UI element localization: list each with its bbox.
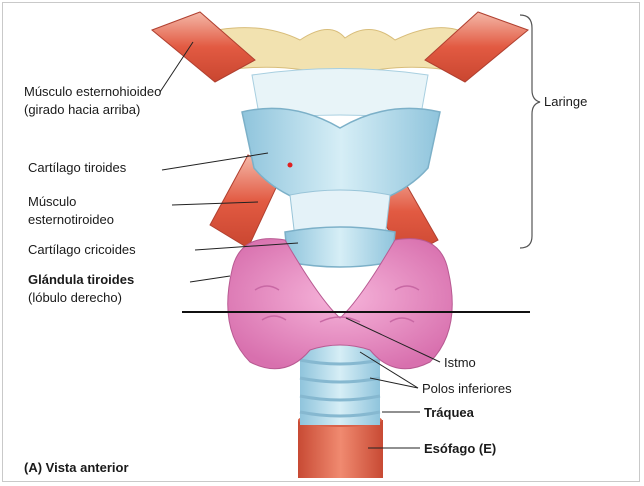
label-glandula-tiroides: Glándula tiroides — [28, 272, 134, 288]
label-esternohioideo-1: Músculo esternohioideo — [24, 84, 161, 100]
sternohyoid-muscle-left — [425, 12, 528, 82]
figure-caption: (A) Vista anterior — [24, 460, 129, 476]
cricoid-cartilage — [285, 227, 395, 267]
label-laringe: Laringe — [544, 94, 587, 110]
label-lobulo-derecho: (lóbulo derecho) — [28, 290, 122, 306]
laringe-bracket — [520, 15, 540, 248]
laryngeal-prominence-dot — [288, 163, 293, 168]
label-cartilago-tiroides: Cartílago tiroides — [28, 160, 126, 176]
label-esofago: Esófago (E) — [424, 441, 496, 457]
label-cricoides: Cartílago cricoides — [28, 242, 136, 258]
sternohyoid-muscle-right — [152, 12, 255, 82]
label-esternohioideo-2: (girado hacia arriba) — [24, 102, 140, 118]
label-istmo: Istmo — [444, 355, 476, 371]
label-polos-inferiores: Polos inferiores — [422, 381, 512, 397]
label-traquea: Tráquea — [424, 405, 474, 421]
label-esternotiroideo-2: esternotiroideo — [28, 212, 114, 228]
label-esternotiroideo-1: Músculo — [28, 194, 76, 210]
